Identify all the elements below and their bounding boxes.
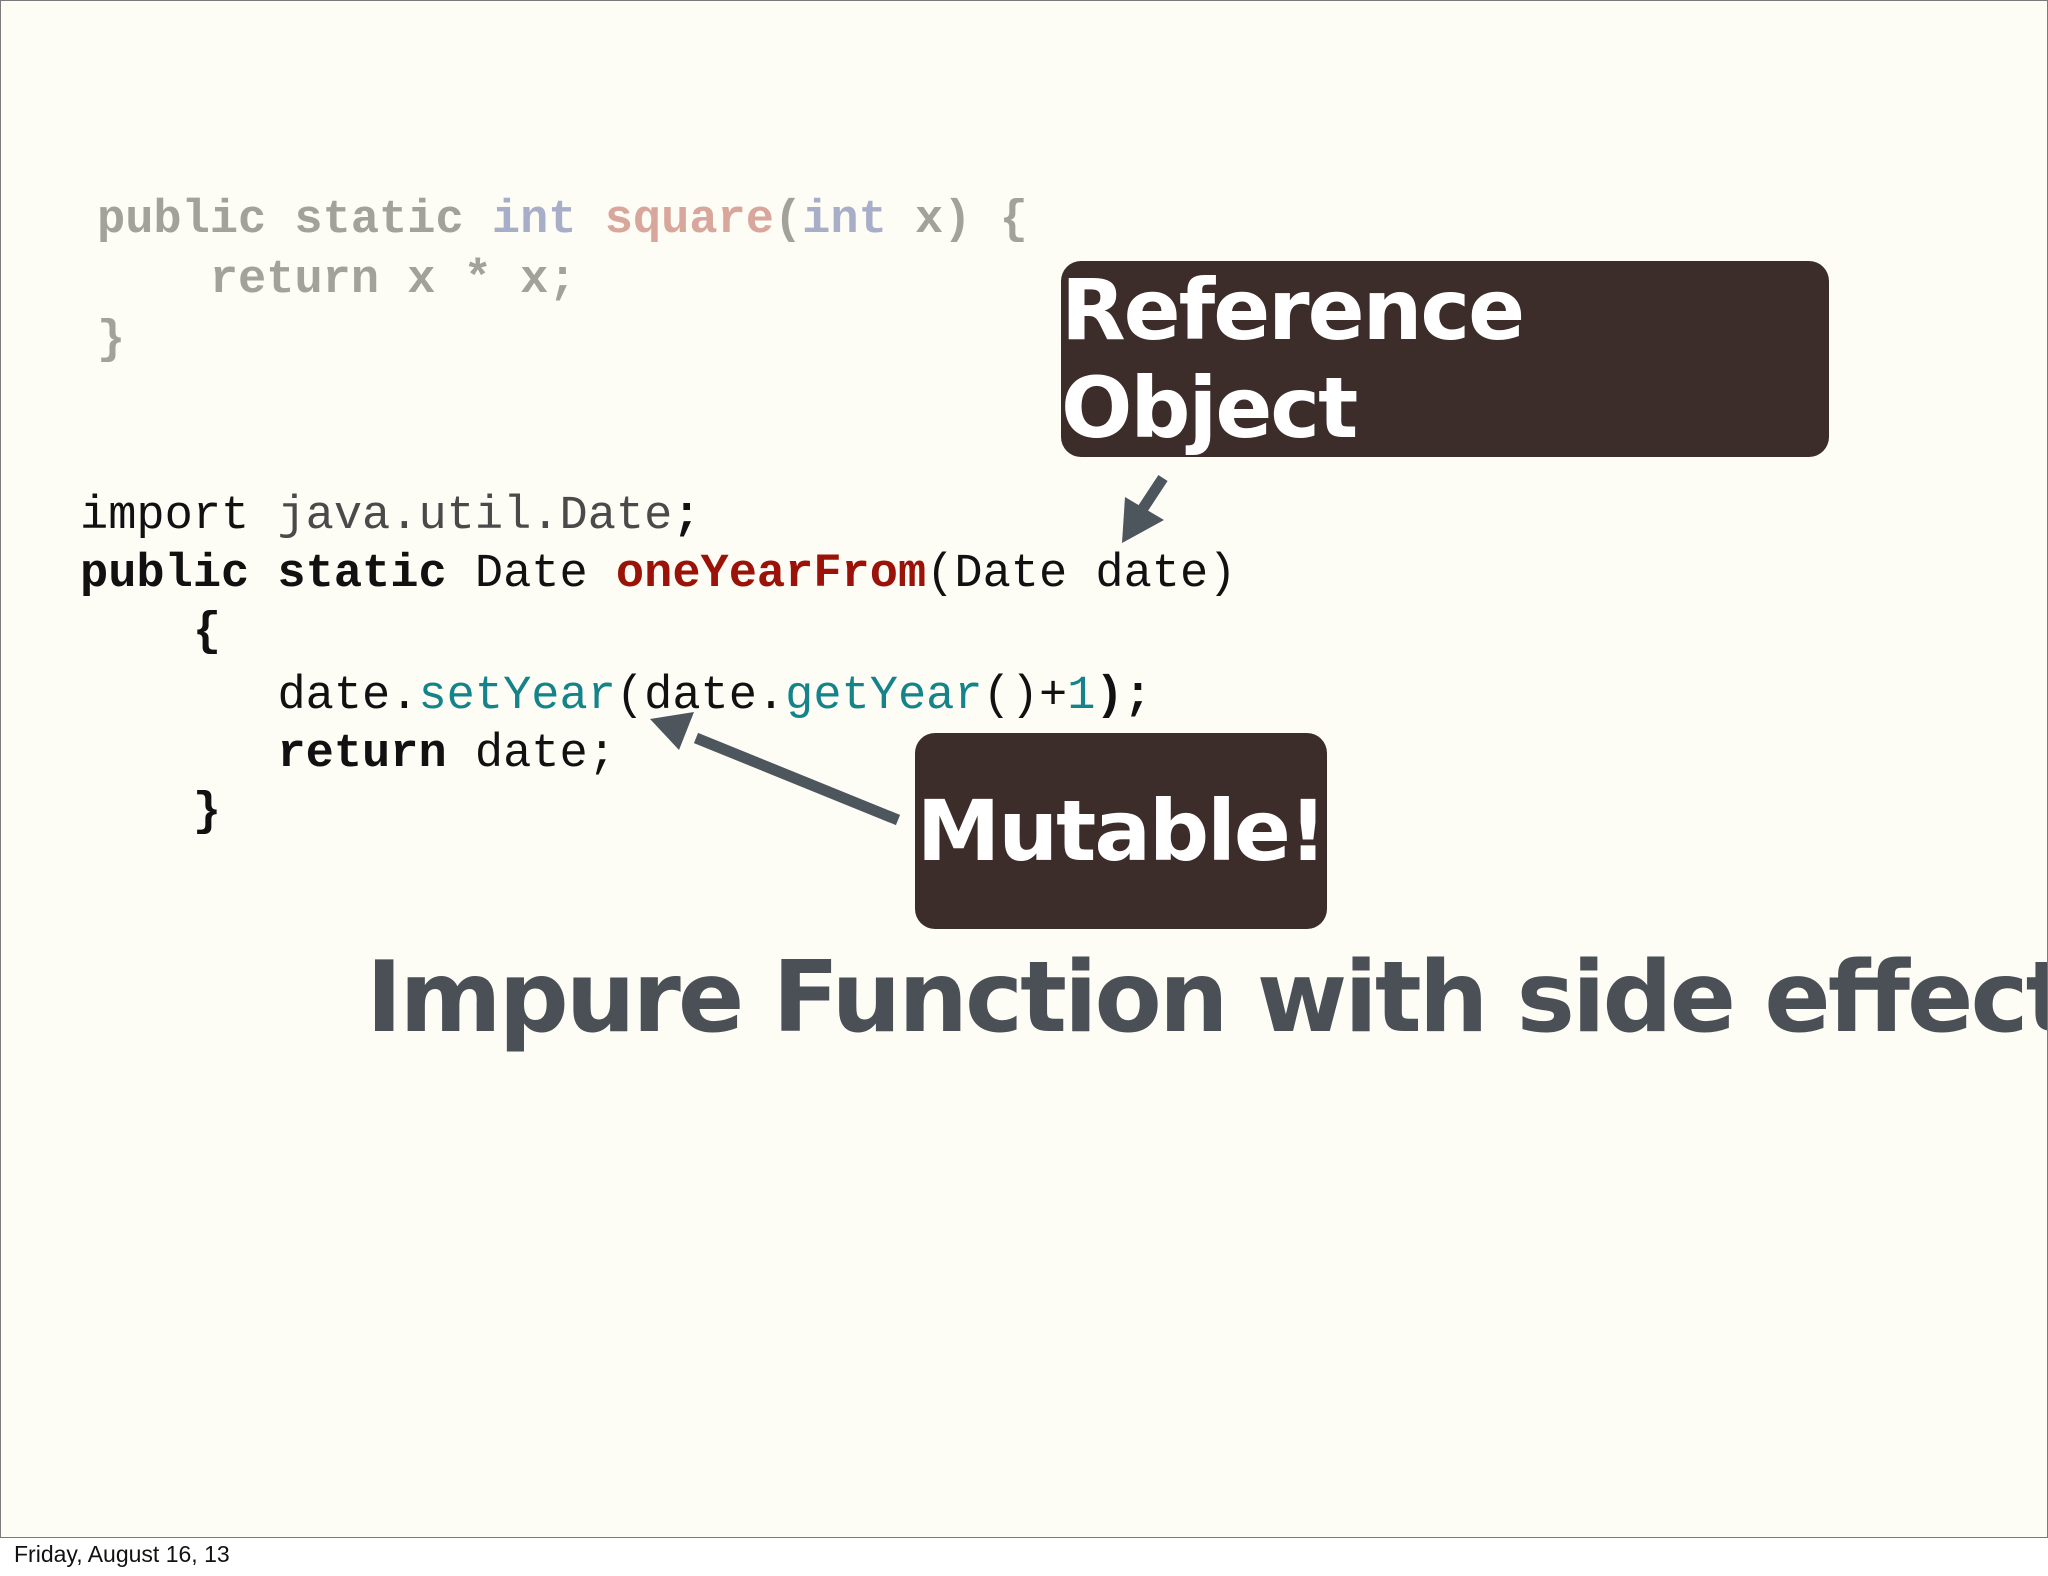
code-text: date; (446, 728, 616, 781)
slide-headline: Impure Function with side effects (366, 941, 2048, 1055)
code-keyword: return (277, 728, 447, 781)
code-block-square: public static int square(int x) { return… (97, 191, 1028, 371)
reference-object-callout: Reference Object (1061, 261, 1829, 457)
code-punct: ); (1095, 670, 1152, 723)
code-block-date: import java.util.Date;public static Date… (80, 488, 1236, 842)
code-package: java.util.Date (249, 490, 673, 543)
callout-arrows (650, 474, 1168, 826)
code-text: ()+ (982, 670, 1068, 723)
reference-arrow-icon (1122, 474, 1168, 543)
code-line: } (97, 311, 1028, 371)
code-line: public static Date oneYearFrom(Date date… (80, 546, 1236, 604)
code-text: (date. (615, 670, 786, 723)
footer-date: Friday, August 16, 13 (14, 1541, 230, 1567)
code-line: date.setYear(date.getYear()+1); (80, 668, 1236, 726)
code-line: } (80, 784, 1236, 842)
mutable-callout: Mutable! (915, 733, 1327, 929)
mutable-arrow-icon (650, 712, 901, 826)
code-text: (Date date) (926, 548, 1237, 601)
callout-label: Mutable! (916, 782, 1327, 880)
code-function-name: square (604, 194, 774, 247)
code-line: { (80, 604, 1236, 662)
code-brace: } (97, 314, 126, 367)
code-type: int (802, 194, 887, 247)
code-text: x) { (886, 194, 1028, 247)
code-punct: ; (672, 490, 701, 543)
code-type: Date (446, 548, 616, 601)
code-keyword: public static (80, 548, 447, 601)
code-type: int (491, 194, 605, 247)
code-text: x * x; (379, 254, 577, 307)
code-number: 1 (1067, 670, 1096, 723)
code-method-call: setYear (418, 670, 616, 723)
code-line: public static int square(int x) { (97, 191, 1028, 251)
code-line: return date; (80, 726, 1236, 784)
code-punct: ( (773, 194, 803, 247)
code-keyword: public static (97, 194, 492, 247)
slide: public static int square(int x) { return… (0, 0, 2048, 1538)
code-line: return x * x; (97, 251, 1028, 311)
code-keyword: import (80, 490, 250, 543)
code-brace: { (192, 606, 222, 659)
code-text: date. (277, 670, 419, 723)
callout-label: Reference Object (1061, 261, 1525, 457)
code-keyword: return (209, 254, 380, 307)
code-method-call: getYear (785, 670, 983, 723)
code-line: import java.util.Date; (80, 488, 1236, 546)
code-function-name: oneYearFrom (615, 548, 927, 601)
code-brace: } (192, 786, 222, 839)
